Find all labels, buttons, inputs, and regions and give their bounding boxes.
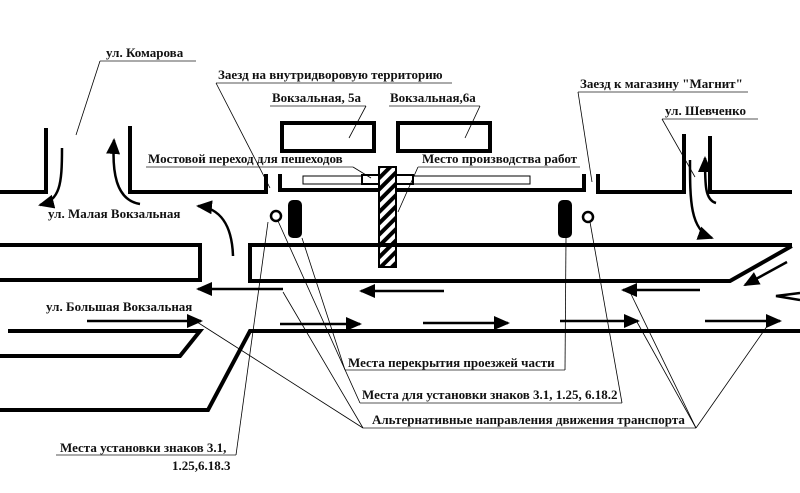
road-closure-left [288,200,302,238]
label-komarova: ул. Комарова [106,45,184,60]
building-vokzalnaya-5a [280,121,376,153]
label-signs-left-2: 1.25,6.18.3 [172,458,231,473]
label-bolshaya-vokzalnaya: ул. Большая Вокзальная [46,299,193,314]
alt-arrow-komarova-exit [38,147,64,209]
alt-arrow-malaya [196,200,235,257]
label-bridge-crossing: Мостовой переход для пешеходов [148,151,343,166]
traffic-arrow-ramp [743,260,788,287]
curb-upper-middle [278,174,586,192]
curb-shevchenko-right [708,136,792,194]
label-road-closure: Места перекрытия проезжей части [348,355,555,370]
sign-location-left [269,209,283,223]
label-vokzalnaya-6a: Вокзальная,6а [390,90,476,105]
label-signs-left-1: Места установки знаков 3.1, [60,440,227,455]
walkway-strip [302,175,531,185]
alt-arrow-shevchenko-enter [698,156,717,205]
sign-location-right [581,210,595,224]
road-closure-right [558,200,572,238]
label-vokzalnaya-5a: Вокзальная, 5а [272,90,362,105]
alt-arrow-komarova-enter [106,138,141,206]
divider-right-lower [248,243,793,283]
curb-komarova-left [0,128,48,194]
label-shevchenko: ул. Шевченко [665,103,746,118]
traffic-arrow-incoming [775,291,800,302]
lower-curb-right [0,329,800,412]
alt-arrow-shevchenko-exit [688,159,714,240]
building-vokzalnaya-6a [396,121,492,153]
lower-curb-left [0,329,205,358]
curb-magnit-right [596,134,686,194]
divider-left [0,243,202,282]
label-entry-magnit: Заезд к магазину "Магнит" [580,76,743,91]
work-site-hatched [378,166,397,268]
label-alt-directions: Альтернативные направления движения тран… [372,412,685,427]
leader-lines [75,60,771,456]
label-entry-yard: Заезд на внутридворовую территорию [218,67,443,82]
curb-komarova-right [128,126,268,194]
label-malaya-vokzalnaya: ул. Малая Вокзальная [48,206,181,221]
label-signs-right: Места для установки знаков 3.1, 1.25, 6.… [362,387,618,402]
label-work-site: Место производства работ [422,151,578,166]
